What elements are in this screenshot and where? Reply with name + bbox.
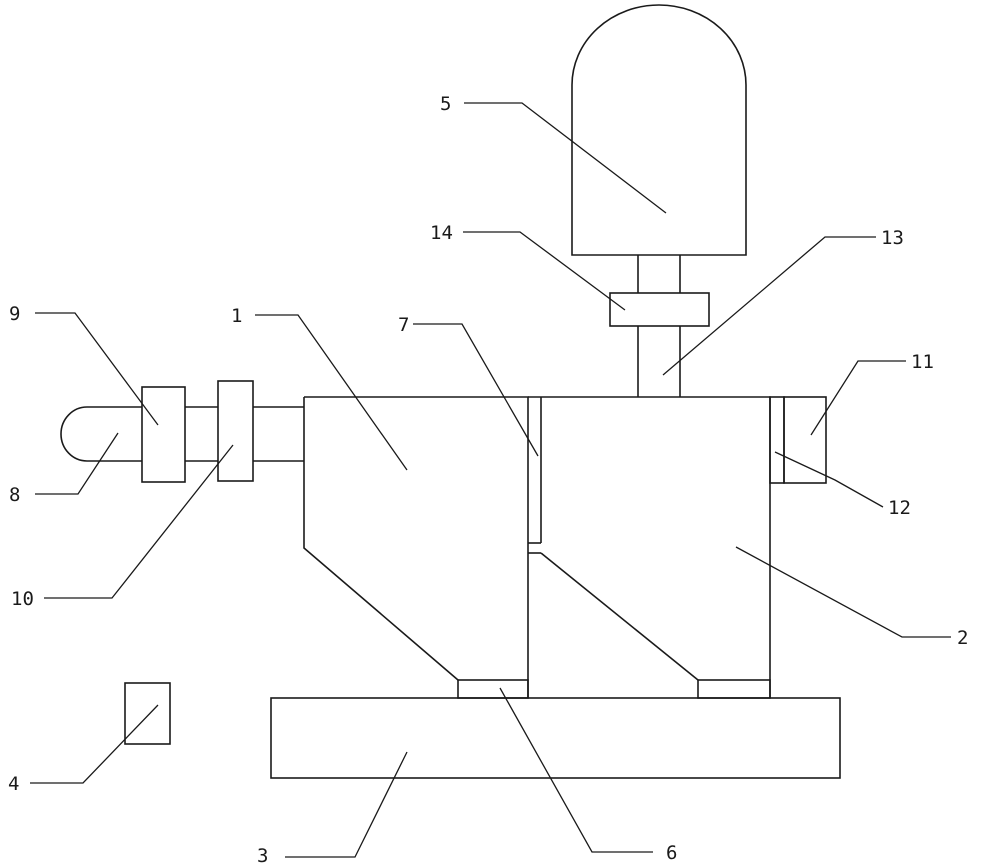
part-8-pipe: [60, 406, 304, 462]
leader-6: [499, 687, 653, 853]
label-11: 11: [911, 351, 934, 373]
part-7-partition: [528, 397, 699, 681]
part-3-base: [270, 697, 841, 779]
label-3: 3: [257, 845, 268, 867]
leader-12: [774, 451, 884, 508]
label-6: 6: [666, 842, 677, 864]
leader-lines: [30, 102, 951, 858]
label-9: 9: [9, 303, 20, 325]
label-12: 12: [888, 497, 911, 519]
label-8: 8: [9, 484, 20, 506]
part-1-left-chamber: [303, 396, 529, 698]
label-4: 4: [8, 773, 19, 795]
label-5: 5: [440, 93, 451, 115]
label-13: 13: [881, 227, 904, 249]
label-2: 2: [957, 627, 968, 649]
leader-14: [463, 231, 626, 311]
leader-9: [35, 312, 159, 426]
leader-5: [464, 102, 667, 214]
leader-4: [30, 704, 159, 784]
part-11-side-box: [783, 396, 827, 484]
leader-7: [413, 323, 539, 457]
label-1: 1: [231, 305, 242, 327]
label-14: 14: [430, 222, 453, 244]
leader-2: [735, 546, 951, 638]
leader-1: [255, 314, 408, 471]
leader-10: [44, 444, 234, 599]
part-12-plate: [769, 396, 785, 484]
part-4-box: [124, 682, 171, 745]
label-7: 7: [398, 314, 409, 336]
part-9-valve: [141, 386, 186, 483]
part-5-tank: [571, 4, 747, 256]
label-10: 10: [11, 588, 34, 610]
part-14-coupling: [609, 292, 710, 327]
leader-11: [810, 360, 906, 436]
part-10-flange: [217, 380, 254, 482]
part-2-right-chamber: [528, 396, 771, 698]
leader-3: [285, 751, 408, 858]
leader-13: [662, 236, 876, 376]
part-13-shaft: [637, 255, 681, 397]
leader-8: [35, 432, 119, 495]
